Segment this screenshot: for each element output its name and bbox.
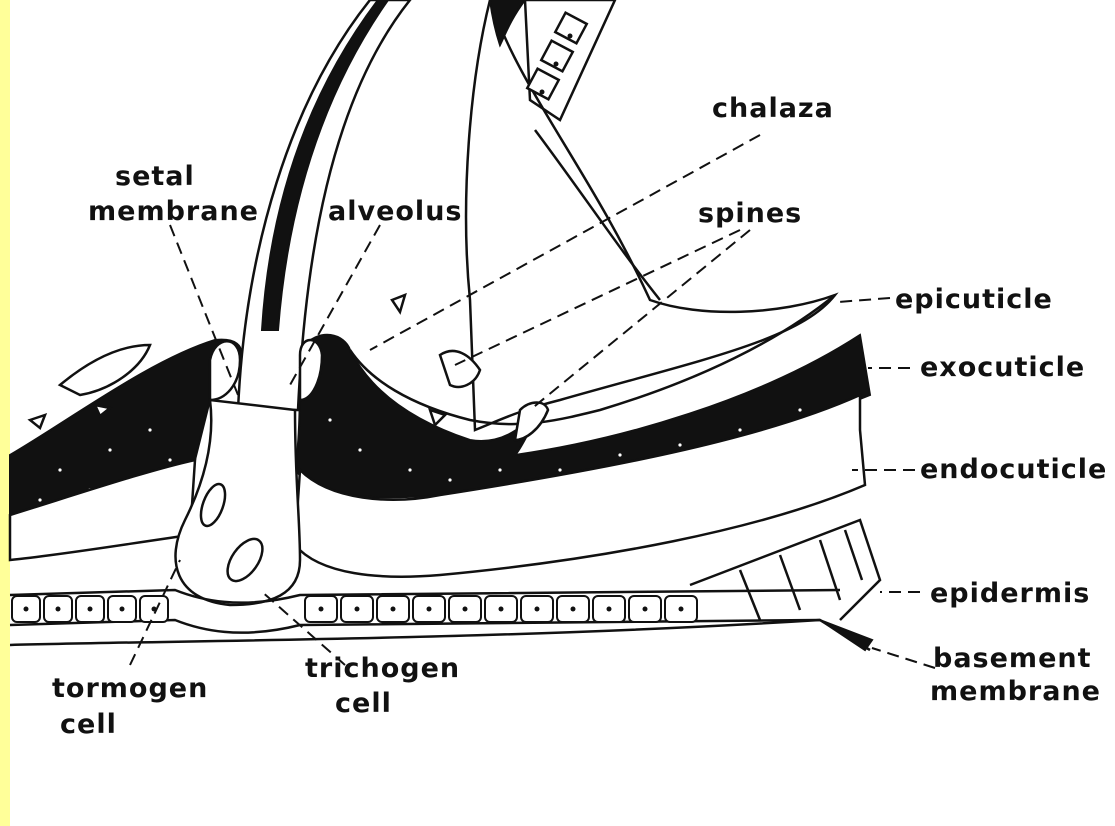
label-trichogen-cell-line1: trichogen <box>305 653 460 684</box>
epidermis-cell-nucleus <box>319 607 324 612</box>
epidermis-cell-nucleus <box>463 607 468 612</box>
label-trichogen-cell-line2: cell <box>335 688 392 719</box>
epidermis-cell-nucleus <box>88 607 93 612</box>
epidermis-cell-nucleus <box>679 607 684 612</box>
epidermis-cell-nucleus <box>391 607 396 612</box>
label-basement-membrane-line2: membrane <box>930 676 1101 707</box>
epidermis-cells <box>12 596 697 622</box>
epidermis-cell-nucleus <box>120 607 125 612</box>
label-setal-membrane-line2: membrane <box>88 196 259 227</box>
epidermis-cell-nucleus <box>499 607 504 612</box>
label-alveolus: alveolus <box>328 196 462 227</box>
epidermis-cell-nucleus <box>607 607 612 612</box>
label-epicuticle: epicuticle <box>895 284 1053 315</box>
label-endocuticle: endocuticle <box>920 454 1107 485</box>
label-exocuticle: exocuticle <box>920 352 1085 383</box>
epidermis-cell-nucleus <box>427 607 432 612</box>
epidermis-cell-nucleus <box>355 607 360 612</box>
epidermis-cell-nucleus <box>571 607 576 612</box>
label-chalaza: chalaza <box>712 93 834 124</box>
label-tormogen-cell-line1: tormogen <box>52 673 208 704</box>
label-epidermis: epidermis <box>930 578 1090 609</box>
label-setal-membrane-line1: setal <box>115 161 195 192</box>
epidermis-cell-nucleus <box>24 607 29 612</box>
label-basement-membrane-line1: basement <box>933 643 1092 674</box>
label-spines: spines <box>698 198 802 229</box>
epidermis-cell-nucleus <box>535 607 540 612</box>
epidermis-cell-nucleus <box>643 607 648 612</box>
label-tormogen-cell-line2: cell <box>60 709 117 740</box>
epidermis-cell-nucleus <box>56 607 61 612</box>
